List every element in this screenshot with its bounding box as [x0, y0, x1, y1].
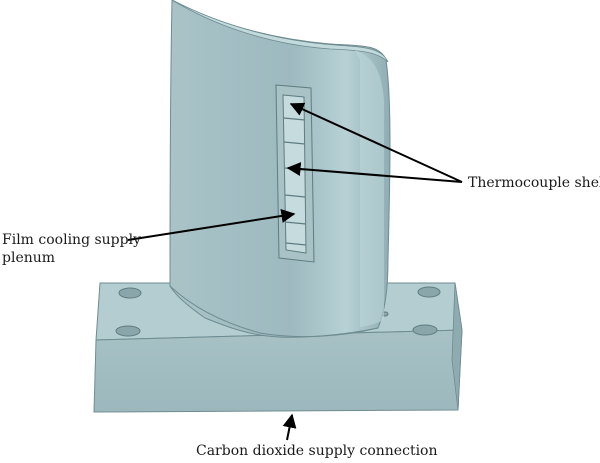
bolt-hole	[417, 286, 441, 298]
label-co2-supply-connection: Carbon dioxide supply connection	[196, 443, 438, 459]
arrow-thermocouple-upper	[289, 102, 463, 183]
airfoil-root-fillet	[169, 285, 379, 338]
label-thermocouple-shelves: Thermocouple shelves	[468, 175, 600, 191]
thermocouple-shelf	[284, 194, 306, 198]
bolt-hole	[412, 324, 438, 336]
label-film-cooling-line1: Film cooling supply	[2, 232, 141, 248]
arrow-co2-connection	[282, 413, 297, 441]
arrow-film-cooling	[127, 209, 296, 241]
arrow-thermocouple-lower	[286, 162, 463, 183]
bolt-hole	[115, 325, 141, 337]
label-film-cooling-line2: plenum	[2, 250, 56, 266]
leading-edge-highlight	[355, 50, 384, 327]
thermocouple-shelf	[283, 141, 306, 145]
base-side-face	[451, 282, 463, 411]
bolt-hole	[118, 287, 142, 299]
airfoil-top-rim	[171, 0, 389, 63]
base-front-face	[93, 329, 463, 413]
thermocouple-shelf	[283, 117, 306, 121]
thermocouple-shelf	[285, 242, 307, 246]
